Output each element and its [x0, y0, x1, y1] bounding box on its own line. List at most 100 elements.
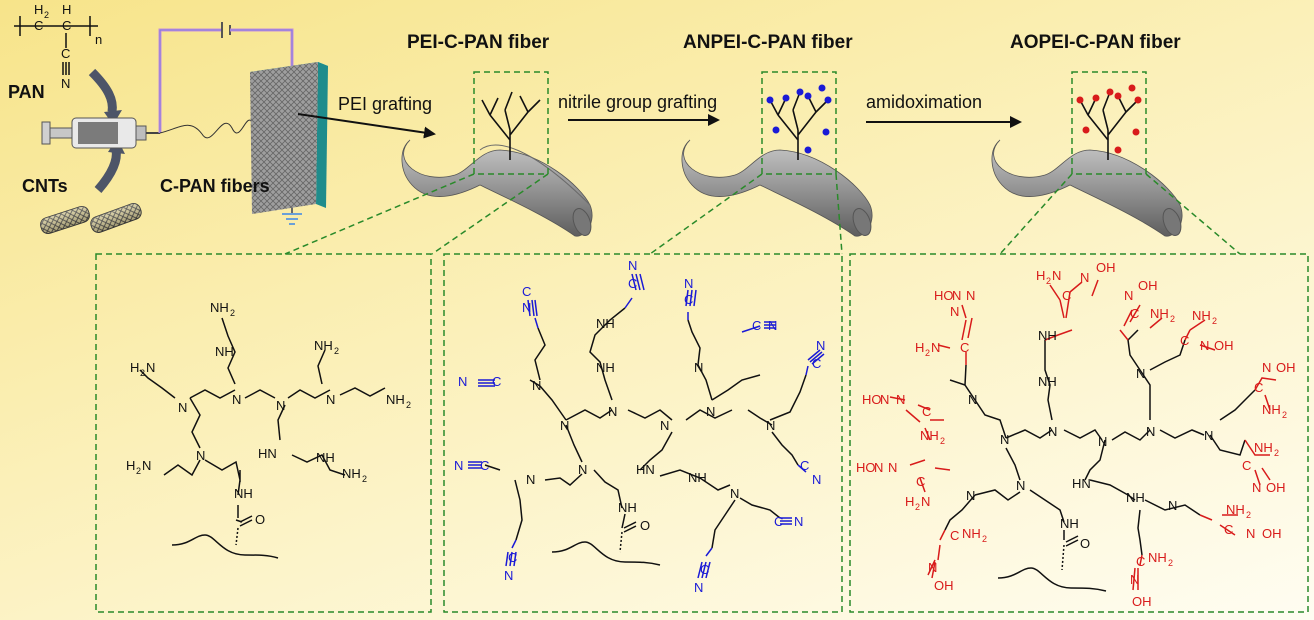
svg-text:C: C — [1224, 522, 1233, 537]
svg-text:N: N — [928, 560, 937, 575]
svg-text:HN: HN — [258, 446, 277, 461]
svg-text:N: N — [1204, 428, 1213, 443]
svg-text:C: C — [492, 374, 501, 389]
svg-text:N: N — [1246, 526, 1255, 541]
svg-text:C: C — [752, 318, 761, 333]
svg-text:N: N — [61, 76, 70, 91]
svg-text:N: N — [816, 338, 825, 353]
svg-text:H: H — [34, 2, 43, 17]
svg-text:N: N — [766, 418, 775, 433]
pan-formula: H 2 C H C C N n — [14, 2, 102, 91]
svg-text:N: N — [880, 392, 889, 407]
svg-text:NH: NH — [1038, 328, 1057, 343]
anpei-fiber-title: ANPEI-C-PAN fiber — [683, 32, 853, 53]
svg-text:NH: NH — [342, 466, 361, 481]
svg-text:N: N — [1000, 432, 1009, 447]
svg-text:C: C — [1136, 554, 1145, 569]
svg-text:N: N — [454, 458, 463, 473]
collector-plate — [250, 62, 328, 214]
svg-text:NH: NH — [920, 428, 939, 443]
svg-text:N: N — [966, 488, 975, 503]
svg-text:N: N — [1146, 424, 1155, 439]
svg-text:HN: HN — [636, 462, 655, 477]
svg-text:OH: OH — [1276, 360, 1296, 375]
svg-text:NH: NH — [1254, 440, 1273, 455]
svg-text:N: N — [950, 304, 959, 319]
svg-text:N: N — [888, 460, 897, 475]
svg-text:N: N — [1168, 498, 1177, 513]
svg-text:HO: HO — [862, 392, 882, 407]
svg-text:HO: HO — [934, 288, 954, 303]
svg-text:2: 2 — [1246, 510, 1251, 520]
svg-text:NH: NH — [1262, 402, 1281, 417]
svg-text:NH: NH — [962, 526, 981, 541]
svg-text:N: N — [1252, 480, 1261, 495]
svg-text:N: N — [952, 288, 961, 303]
svg-text:N: N — [526, 472, 535, 487]
svg-text:N: N — [730, 486, 739, 501]
svg-text:H: H — [130, 360, 139, 375]
svg-text:C: C — [62, 18, 71, 33]
svg-text:N: N — [768, 318, 777, 333]
svg-text:HN: HN — [1072, 476, 1091, 491]
svg-text:C: C — [34, 18, 43, 33]
voltage-circuit — [158, 22, 302, 225]
spinning-jet — [159, 119, 253, 139]
svg-text:O: O — [255, 512, 265, 527]
svg-text:N: N — [178, 400, 187, 415]
svg-text:N: N — [326, 392, 335, 407]
pei-grafting-label: PEI grafting — [338, 94, 432, 114]
svg-text:N: N — [608, 404, 617, 419]
nitrile-grafting-label: nitrile group grafting — [558, 92, 717, 112]
svg-text:n: n — [95, 32, 102, 47]
svg-text:2: 2 — [1274, 448, 1279, 458]
syringe — [41, 117, 160, 149]
cnt-tubes — [40, 203, 142, 235]
svg-text:H: H — [1036, 268, 1045, 283]
svg-text:N: N — [1130, 572, 1139, 587]
svg-text:N: N — [874, 460, 883, 475]
svg-text:C: C — [61, 46, 70, 61]
svg-text:2: 2 — [925, 348, 930, 358]
svg-text:2: 2 — [140, 368, 145, 378]
svg-text:N: N — [896, 392, 905, 407]
svg-text:N: N — [684, 276, 693, 291]
svg-text:NH: NH — [618, 500, 637, 515]
svg-text:NH: NH — [1060, 516, 1079, 531]
svg-text:H: H — [126, 458, 135, 473]
svg-text:O: O — [1080, 536, 1090, 551]
svg-text:C: C — [628, 276, 637, 291]
svg-text:N: N — [794, 514, 803, 529]
cnt-feed-arrow — [94, 149, 121, 193]
svg-text:NH: NH — [1126, 490, 1145, 505]
svg-text:2: 2 — [1046, 276, 1051, 286]
svg-text:H: H — [915, 340, 924, 355]
svg-text:N: N — [966, 288, 975, 303]
aopei-fiber — [991, 139, 1183, 237]
svg-text:N: N — [706, 404, 715, 419]
svg-text:NH: NH — [234, 486, 253, 501]
svg-text:N: N — [1124, 288, 1133, 303]
svg-text:N: N — [276, 398, 285, 413]
svg-text:N: N — [1262, 360, 1271, 375]
svg-text:OH: OH — [1096, 260, 1116, 275]
svg-text:N: N — [921, 494, 930, 509]
aopei-zoom-box — [1071, 71, 1147, 175]
svg-text:2: 2 — [334, 346, 339, 356]
anpei-zoom-box — [761, 71, 837, 175]
svg-text:N: N — [578, 462, 587, 477]
svg-text:N: N — [1048, 424, 1057, 439]
svg-text:2: 2 — [362, 474, 367, 484]
svg-text:N: N — [628, 258, 637, 273]
svg-text:N: N — [1080, 270, 1089, 285]
svg-text:OH: OH — [1138, 278, 1158, 293]
svg-text:HO: HO — [856, 460, 876, 475]
svg-text:N: N — [142, 458, 151, 473]
svg-text:N: N — [146, 360, 155, 375]
svg-text:OH: OH — [1214, 338, 1234, 353]
svg-text:2: 2 — [1212, 316, 1217, 326]
zoom-lines — [284, 173, 1241, 255]
svg-text:H: H — [62, 2, 71, 17]
